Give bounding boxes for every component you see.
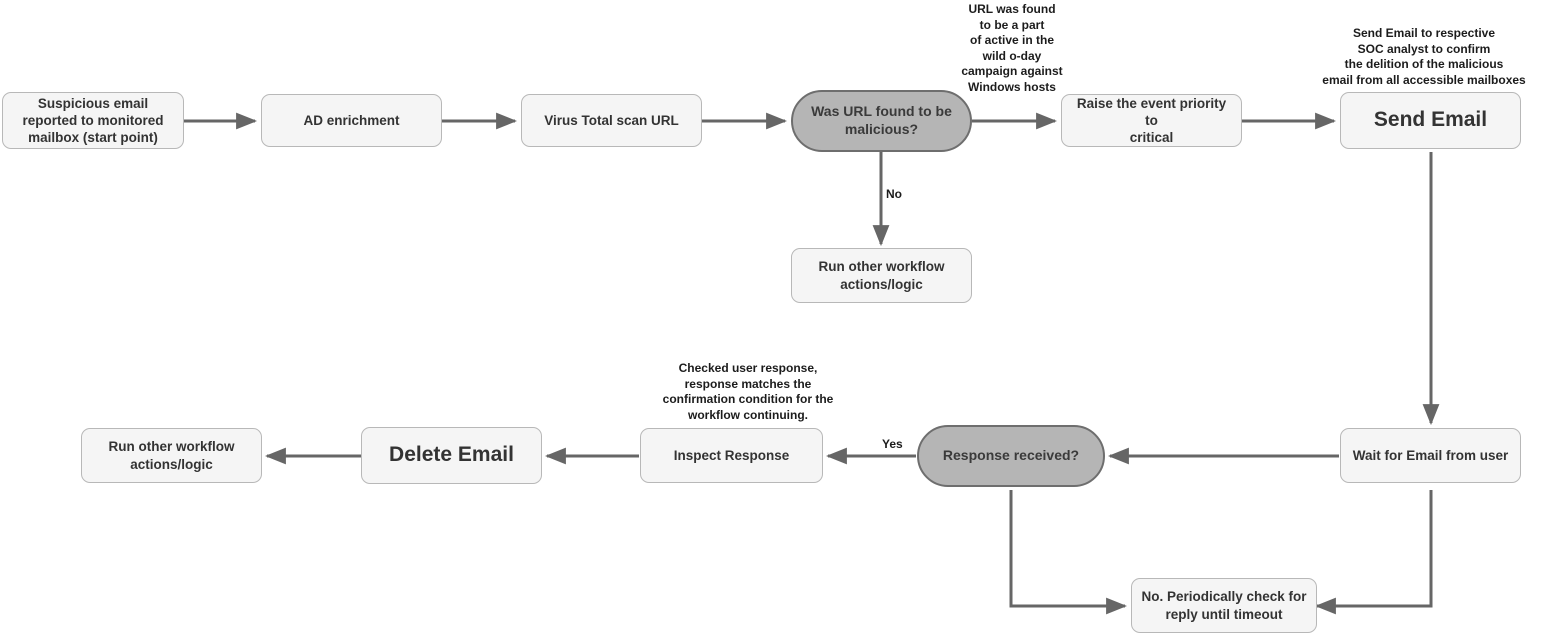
node-label: Response received? <box>942 447 1080 464</box>
node-label: Wait for Email from user <box>1352 447 1509 463</box>
annotation-checked-user-response: Checked user response,response matches t… <box>662 361 834 422</box>
node-send-email[interactable]: Send Email <box>1340 92 1521 149</box>
edge-label-yes: Yes <box>882 437 903 451</box>
edge-wait-to-periodic <box>1314 490 1433 615</box>
node-decision-response-received[interactable]: Response received? <box>917 425 1105 487</box>
node-label: AD enrichment <box>303 112 400 128</box>
node-label: Delete Email <box>389 443 514 467</box>
node-delete-email[interactable]: Delete Email <box>361 427 542 484</box>
node-label: Virus Total scan URL <box>544 112 679 128</box>
node-label: Send Email <box>1373 108 1488 132</box>
edge-received-to-periodic <box>1009 490 1128 615</box>
node-ad-enrichment[interactable]: AD enrichment <box>261 94 442 147</box>
node-wait-for-email[interactable]: Wait for Email from user <box>1340 428 1521 483</box>
node-virus-total-scan-url[interactable]: Virus Total scan URL <box>521 94 702 147</box>
node-label: Inspect Response <box>673 447 790 463</box>
edge-label-no: No <box>886 187 902 201</box>
node-inspect-response[interactable]: Inspect Response <box>640 428 823 483</box>
